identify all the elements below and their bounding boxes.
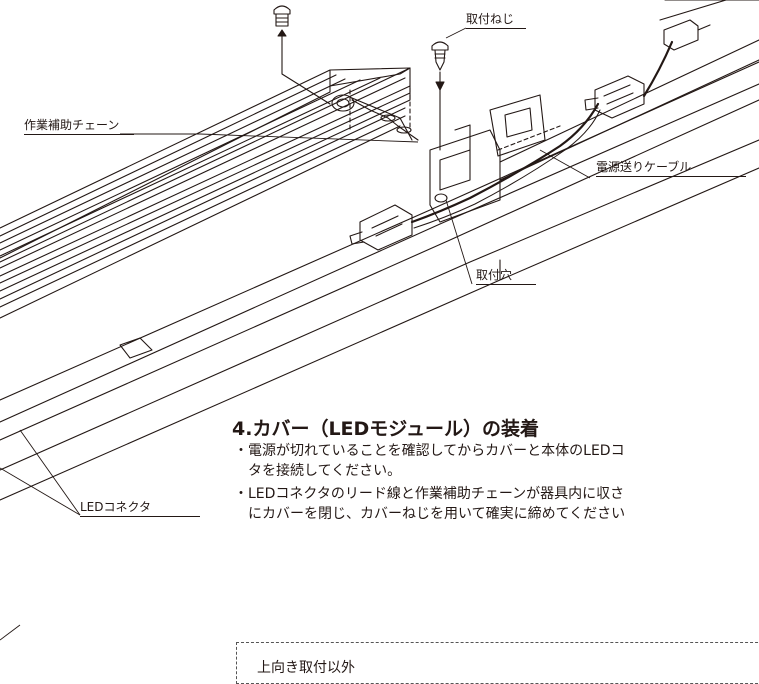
instruction-line-4: にカバーを閉じ、カバーねじを用いて確実に締めてください (234, 506, 626, 522)
label-support-chain: 作業補助チェーン (24, 118, 134, 135)
instruction-line-1: ・電源が切れていることを確認してからカバーと本体のLEDコ (234, 443, 625, 459)
leader-led-connector-2 (0, 467, 81, 516)
instruction-line-2: タを接続してください。 (234, 463, 402, 479)
leader-mounting-screw (445, 27, 467, 39)
section-heading: 4.カバー（LEDモジュール）の装着 (232, 418, 539, 440)
left-connector (349, 204, 413, 251)
label-mounting-hole: 取付穴 (476, 268, 536, 285)
leader-power-cable (539, 149, 591, 179)
mounting-screw-icon (431, 41, 449, 151)
mounting-hole (434, 193, 448, 203)
label-power-cable: 電源送りケーブル (596, 160, 746, 177)
label-mounting-screw: 取付ねじ (466, 12, 526, 29)
support-chain (351, 99, 419, 141)
leader-led-connector-1 (19, 429, 81, 516)
top-screw-icon (273, 5, 331, 105)
label-led-connector: LEDコネクタ (80, 500, 200, 517)
instruction-line-3: ・LEDコネクタのリード線と作業補助チェーンが器具内に収さ (234, 486, 625, 502)
upper-rail-channel (0, 67, 411, 319)
far-connector (663, 19, 711, 51)
led-cover-body (0, 0, 759, 501)
power-cable (410, 40, 674, 229)
note-title: 上向き取付以外 (257, 660, 355, 676)
leader-mounting-hole (445, 199, 473, 285)
junction-block (429, 94, 546, 223)
rail-end-cap (329, 67, 413, 141)
guide-lines (349, 87, 561, 151)
note-box: 上向き取付以外 (236, 642, 759, 684)
cover-tab (119, 337, 153, 359)
fixture-assembly-diagram (0, 0, 759, 641)
leader-support-chain (120, 133, 419, 143)
corner-leader (0, 624, 21, 641)
